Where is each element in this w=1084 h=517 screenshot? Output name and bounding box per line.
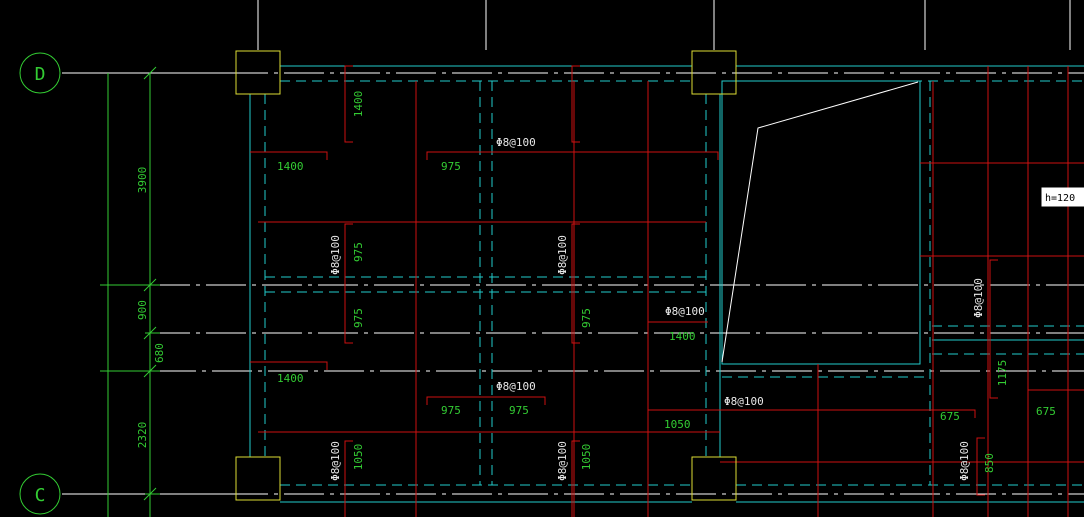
dim-2320: 2320 <box>136 422 149 449</box>
length-label: 975 <box>580 308 593 328</box>
rebar-length-labels: 1400 1400 975 975 975 975 1400 1400 975 … <box>277 91 1056 473</box>
rebar-label: Φ8@100 <box>496 380 536 393</box>
length-label: 1400 <box>669 330 696 343</box>
length-label: 850 <box>983 453 996 473</box>
axis-bubble-c <box>19 473 61 515</box>
length-label: 1050 <box>352 444 365 471</box>
length-label: 975 <box>352 242 365 262</box>
dim-3900: 3900 <box>136 167 149 194</box>
rebar-label: Φ8@100 <box>329 441 342 481</box>
axis-bubble-d <box>19 52 61 94</box>
rebar-label: Φ8@100 <box>329 235 342 275</box>
length-label: 1400 <box>277 372 304 385</box>
length-label: 975 <box>441 160 461 173</box>
length-label: 1400 <box>277 160 304 173</box>
column-d1 <box>235 50 281 95</box>
length-label: 975 <box>509 404 529 417</box>
column-c1 <box>235 456 281 501</box>
rebar-label: Φ8@100 <box>496 136 536 149</box>
vertical-dimensions: 3900 900 680 2320 <box>136 167 166 449</box>
rebar-spec-labels: Φ8@100 Φ8@100 Φ8@100 Φ8@100 Φ8@100 Φ8@10… <box>329 136 985 481</box>
length-label: 675 <box>1036 405 1056 418</box>
dim-680: 680 <box>153 343 166 363</box>
length-label: 1175 <box>996 360 1009 387</box>
length-label: 1400 <box>352 91 365 118</box>
length-label: 975 <box>441 404 461 417</box>
grid-lines <box>62 0 1084 495</box>
beam-outlines <box>249 65 1084 503</box>
slab-thickness-tag[interactable] <box>1041 187 1084 207</box>
rebar-label: Φ8@100 <box>556 441 569 481</box>
axis-label-c: C <box>35 485 46 506</box>
column-d2 <box>691 50 737 95</box>
column-c2 <box>691 456 737 501</box>
rebar-lines <box>250 65 1084 517</box>
axis-label-d: D <box>35 64 46 85</box>
length-label: 1050 <box>664 418 691 431</box>
rebar-label: Φ8@100 <box>665 305 705 318</box>
slab-thickness-label: h=120 <box>1045 193 1075 204</box>
length-label: 975 <box>352 308 365 328</box>
length-label: 1050 <box>580 444 593 471</box>
dim-900: 900 <box>136 300 149 320</box>
rebar-label: Φ8@100 <box>972 278 985 318</box>
length-label: 675 <box>940 410 960 423</box>
opening-diagonal <box>721 81 919 363</box>
rebar-label: Φ8@100 <box>724 395 764 408</box>
columns <box>235 50 737 501</box>
rebar-label: Φ8@100 <box>958 441 971 481</box>
rebar-label: Φ8@100 <box>556 235 569 275</box>
dimension-lines <box>19 52 160 517</box>
